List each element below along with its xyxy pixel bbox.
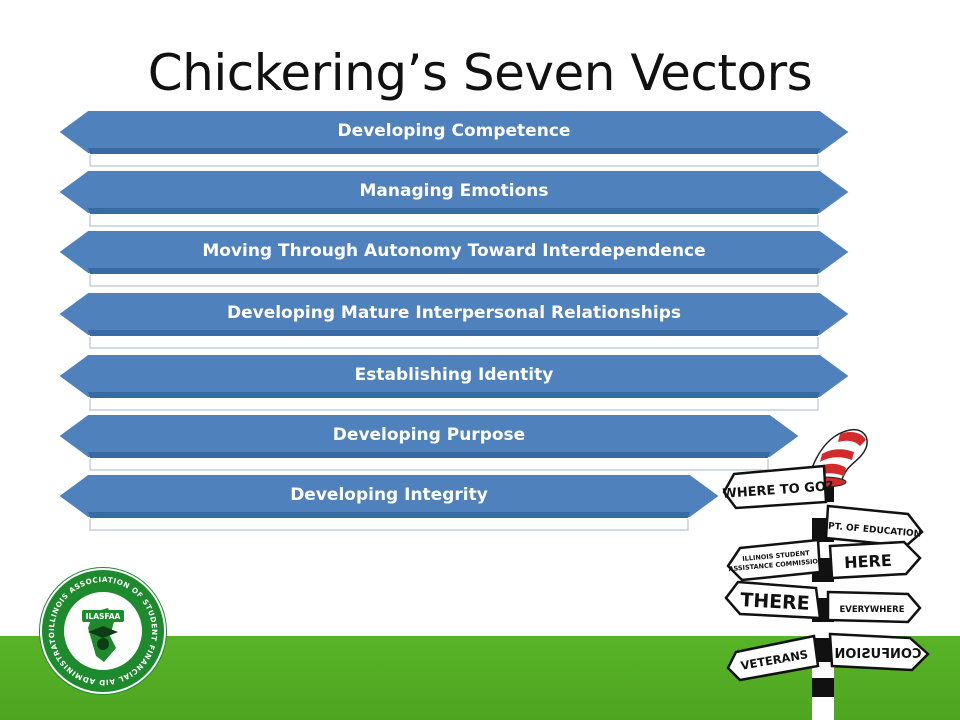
svg-text:HERE: HERE <box>844 551 893 572</box>
ribbon-band <box>56 413 802 459</box>
ribbon-band <box>56 353 852 399</box>
vector-ribbon-3 <box>56 229 852 287</box>
vector-label-7: Developing Integrity <box>290 485 488 505</box>
ribbon-band <box>56 169 852 215</box>
vector-ribbon-1 <box>56 109 852 167</box>
vector-ribbon-2 <box>56 169 852 227</box>
vector-label-4: Developing Mature Interpersonal Relation… <box>226 303 682 323</box>
ribbon-shade <box>88 148 820 154</box>
ribbon-shade <box>88 392 820 398</box>
ribbon-shade <box>88 512 690 518</box>
ribbon-shade <box>88 208 820 214</box>
ribbon-band <box>56 291 852 337</box>
vector-label-2: Managing Emotions <box>359 181 549 201</box>
ribbon-band <box>56 229 852 275</box>
vector-ribbon-6 <box>56 413 802 471</box>
sign-dept-of-education: DEPT. OF EDUCATION <box>814 504 924 548</box>
svg-text:THERE: THERE <box>740 589 811 615</box>
ribbon-shade <box>88 452 770 458</box>
sign-confusion: CONFUSION <box>828 632 930 672</box>
ribbon-shade <box>88 268 820 274</box>
logo-acronym: ILASFAA <box>86 612 121 621</box>
graduation-cap-icon <box>88 626 118 638</box>
signpost-illustration: WHERE TO GO? DEPT. OF EDUCATION ILLINOIS… <box>722 428 930 720</box>
vector-ribbon-4 <box>56 291 852 349</box>
slide-title: Chickering’s Seven Vectors <box>147 44 813 102</box>
sign-everywhere: EVERYWHERE <box>826 590 922 624</box>
svg-text:EVERYWHERE: EVERYWHERE <box>839 605 904 615</box>
vector-label-3: Moving Through Autonomy Toward Interdepe… <box>202 241 706 261</box>
sign-there: THERE <box>724 580 822 620</box>
ribbon-shade <box>88 330 820 336</box>
ilasfaa-logo: ILLINOIS ASSOCIATION OF STUDENT FINANCIA… <box>36 564 167 695</box>
sign-where-to-go: WHERE TO GO? <box>722 464 834 510</box>
sign-veterans: VETERANS <box>726 634 820 682</box>
vector-label-6: Developing Purpose <box>332 425 526 445</box>
sign-here: HERE <box>828 540 922 580</box>
svg-text:CONFUSION: CONFUSION <box>834 647 921 662</box>
vector-ribbon-5 <box>56 353 852 411</box>
vector-ribbon-7 <box>56 473 722 531</box>
vector-label-1: Developing Competence <box>337 121 571 141</box>
vector-label-5: Establishing Identity <box>354 365 554 385</box>
ribbon-band <box>56 473 722 519</box>
ribbon-band <box>56 109 852 155</box>
sign-illinois-student: ILLINOIS STUDENT ASSISTANCE COMMISSION <box>726 538 824 582</box>
